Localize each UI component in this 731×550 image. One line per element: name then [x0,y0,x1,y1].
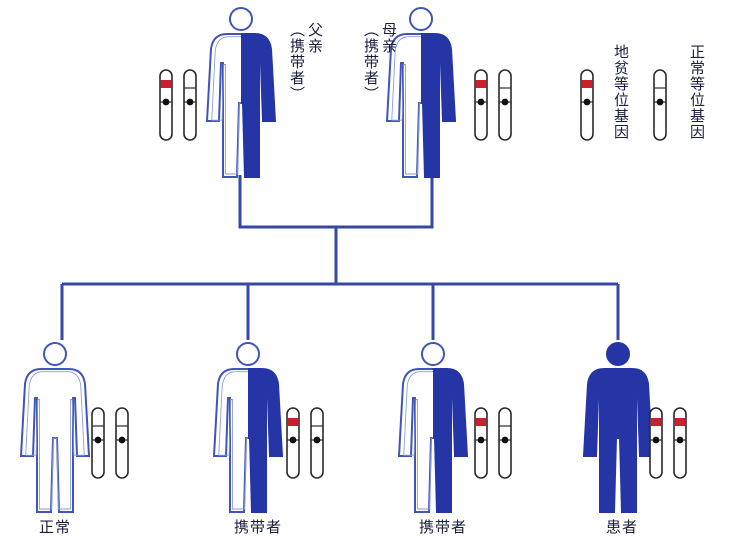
centromere [477,98,485,106]
chromosome-normal [183,69,197,141]
centromere [656,98,664,106]
centromere [118,436,126,444]
centromere [186,98,194,106]
child-figure-affected [582,342,654,513]
chromosome-defect [474,69,488,141]
person-affected-half [248,368,284,513]
father-label-line2: （携带者） [288,22,306,102]
father-chromosome-pair [159,69,197,141]
defect-allele-band [475,80,487,88]
centromere [313,436,321,444]
legend-defect-label: 地贫等位基因 [612,44,630,140]
child-label: 正常 [38,518,71,536]
legend-defect-chromosome [580,69,594,141]
centromere [501,436,509,444]
father-figure [205,7,277,178]
person-head [421,342,445,366]
pedigree-connectors [60,175,620,340]
chromosome-normal [310,407,324,479]
person-body [582,368,654,513]
defect-allele-band [475,418,487,426]
person-head [409,7,433,31]
defect-allele-band [674,418,686,426]
chromosome-normal [498,69,512,141]
chromosome-normal [653,69,667,141]
centromere [477,436,485,444]
child-label: 携带者 [233,518,282,536]
person-head [229,7,253,31]
centromere [162,98,170,106]
child-figure-normal [19,342,91,513]
centromere [583,98,591,106]
person-head [43,342,67,366]
centromere [501,98,509,106]
child-chromosome-pair [91,407,129,479]
chromosome-defect [159,69,173,141]
chromosome-defect [649,407,663,479]
centromere [94,436,102,444]
mother-label-line1: 母亲 [380,22,398,54]
child-figure-carrier [212,342,284,513]
person-head [606,342,630,366]
centromere [652,436,660,444]
mother-chromosome-pair [474,69,512,141]
person-normal-half [205,33,241,178]
child-chromosome-pair [649,407,687,479]
mother-label: 母亲 （携带者） [362,22,398,102]
child-label: 携带者 [418,518,467,536]
child-chromosome-pair [286,407,324,479]
child-figure-carrier [397,342,469,513]
person-affected-half [421,33,457,178]
person-affected-half [241,33,277,178]
person-affected-half [433,368,469,513]
centromere [676,436,684,444]
person-body [19,368,91,513]
chromosome-normal [115,407,129,479]
chromosome-defect [286,407,300,479]
father-label-line1: 父亲 [306,22,324,54]
defect-allele-band [650,418,662,426]
child-chromosome-pair [474,407,512,479]
chromosome-defect [580,69,594,141]
child-label: 患者 [605,518,638,536]
chromosome-normal [91,407,105,479]
parent-link-line [238,175,434,229]
centromere [289,436,297,444]
defect-allele-band [160,80,172,88]
person-normal-half [385,33,421,178]
father-label: 父亲 （携带者） [288,22,324,102]
defect-allele-band [287,418,299,426]
mother-label-line2: （携带者） [362,22,380,102]
mother-figure [385,7,457,178]
chromosome-normal [498,407,512,479]
person-inner-outline [25,371,85,510]
legend-normal-chromosome [653,69,667,141]
legend-normal-label: 正常等位基因 [688,44,706,140]
chromosome-defect [673,407,687,479]
person-normal-half [212,368,248,513]
chromosome-defect [474,407,488,479]
person-head [236,342,260,366]
person-normal-half [397,368,433,513]
defect-allele-band [581,80,593,88]
